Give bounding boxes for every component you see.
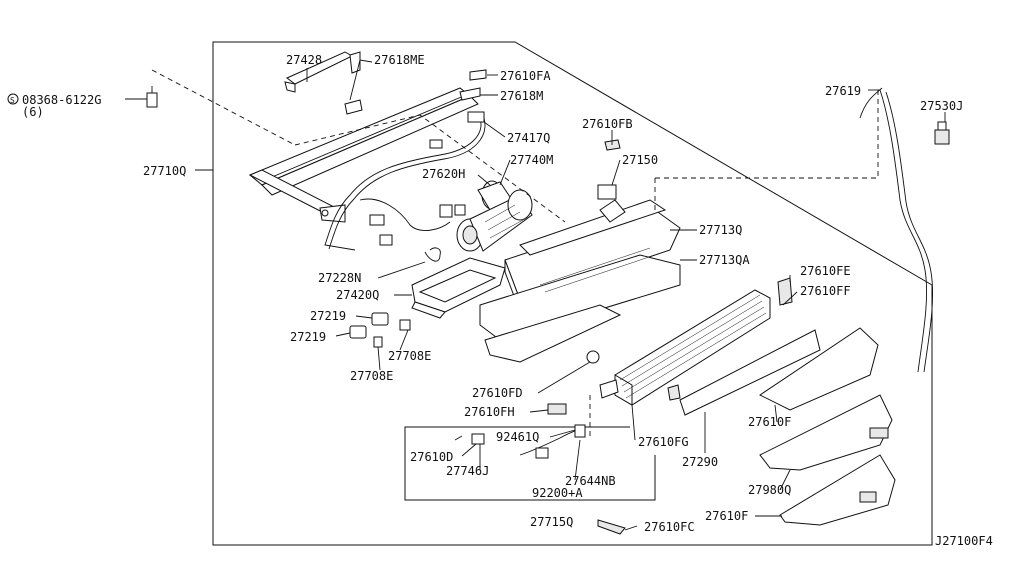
dashed-guide-3	[655, 90, 879, 179]
duct-27420Q	[411, 257, 506, 319]
label-27219-b: 27219	[290, 330, 326, 344]
hose-27228N	[424, 247, 441, 262]
label-27150: 27150	[622, 153, 658, 167]
harness-subbox	[404, 426, 656, 501]
label-27610FG: 27610FG	[638, 435, 689, 449]
label-27713QA: 27713QA	[699, 253, 750, 267]
label-27710Q: 27710Q	[143, 164, 186, 178]
part-labels: 08368-6122G (6) 27710Q 27428 27618ME 276…	[22, 53, 993, 548]
label-27715Q: 27715Q	[530, 515, 573, 529]
label-92461Q: 92461Q	[496, 430, 539, 444]
label-27740M: 27740M	[510, 153, 553, 167]
label-27746J: 27746J	[446, 464, 489, 478]
screw-bolt: S	[7, 86, 158, 108]
label-27610F-a: 27610F	[748, 415, 791, 429]
blower-motor	[456, 180, 533, 252]
svg-text:S: S	[10, 96, 15, 105]
label-27708E-a: 27708E	[388, 349, 431, 363]
label-27420Q: 27420Q	[336, 288, 379, 302]
label-27610FD: 27610FD	[472, 386, 523, 400]
label-92200A: 92200+A	[532, 486, 583, 500]
diagram-id: J27100F4	[935, 534, 993, 548]
label-27644NB: 27644NB	[565, 474, 616, 488]
label-27708E-b: 27708E	[350, 369, 393, 383]
dashed-guide-1	[151, 69, 296, 146]
label-27619: 27619	[825, 84, 861, 98]
clip-27530J	[934, 121, 950, 145]
label-27428: 27428	[286, 53, 322, 67]
label-27610F-b: 27610F	[705, 509, 748, 523]
lower-covers	[759, 327, 896, 526]
harness-27417Q	[324, 111, 486, 251]
label-27618M: 27618M	[500, 89, 543, 103]
assembly-frame	[212, 41, 933, 546]
leader-lines	[125, 59, 946, 531]
plate-27290	[679, 329, 821, 416]
label-27228N: 27228N	[318, 271, 361, 285]
label-27610FC: 27610FC	[644, 520, 695, 534]
seals	[547, 139, 793, 535]
label-27620H: 27620H	[422, 167, 465, 181]
screw-qty-label: (6)	[22, 105, 44, 119]
label-27610FE: 27610FE	[800, 264, 851, 278]
label-27980Q: 27980Q	[748, 483, 791, 497]
label-27219-a: 27219	[310, 309, 346, 323]
label-27610FF: 27610FF	[800, 284, 851, 298]
drain-tube-27619	[879, 89, 927, 373]
label-27610FB: 27610FB	[582, 117, 633, 131]
harness-connectors	[454, 424, 586, 459]
label-27610D: 27610D	[410, 450, 453, 464]
label-27530J: 27530J	[920, 99, 963, 113]
label-27713Q: 27713Q	[699, 223, 742, 237]
dashed-guide-2	[294, 114, 566, 223]
upper-bracket-rails	[248, 51, 487, 223]
label-27610FH: 27610FH	[464, 405, 515, 419]
label-27610FA: 27610FA	[500, 69, 551, 83]
evaporator-case	[479, 184, 681, 363]
screw-part-label: 08368-6122G	[22, 93, 101, 107]
label-27417Q: 27417Q	[507, 131, 550, 145]
clips-27219	[349, 312, 411, 348]
label-27290: 27290	[682, 455, 718, 469]
label-27618ME: 27618ME	[374, 53, 425, 67]
